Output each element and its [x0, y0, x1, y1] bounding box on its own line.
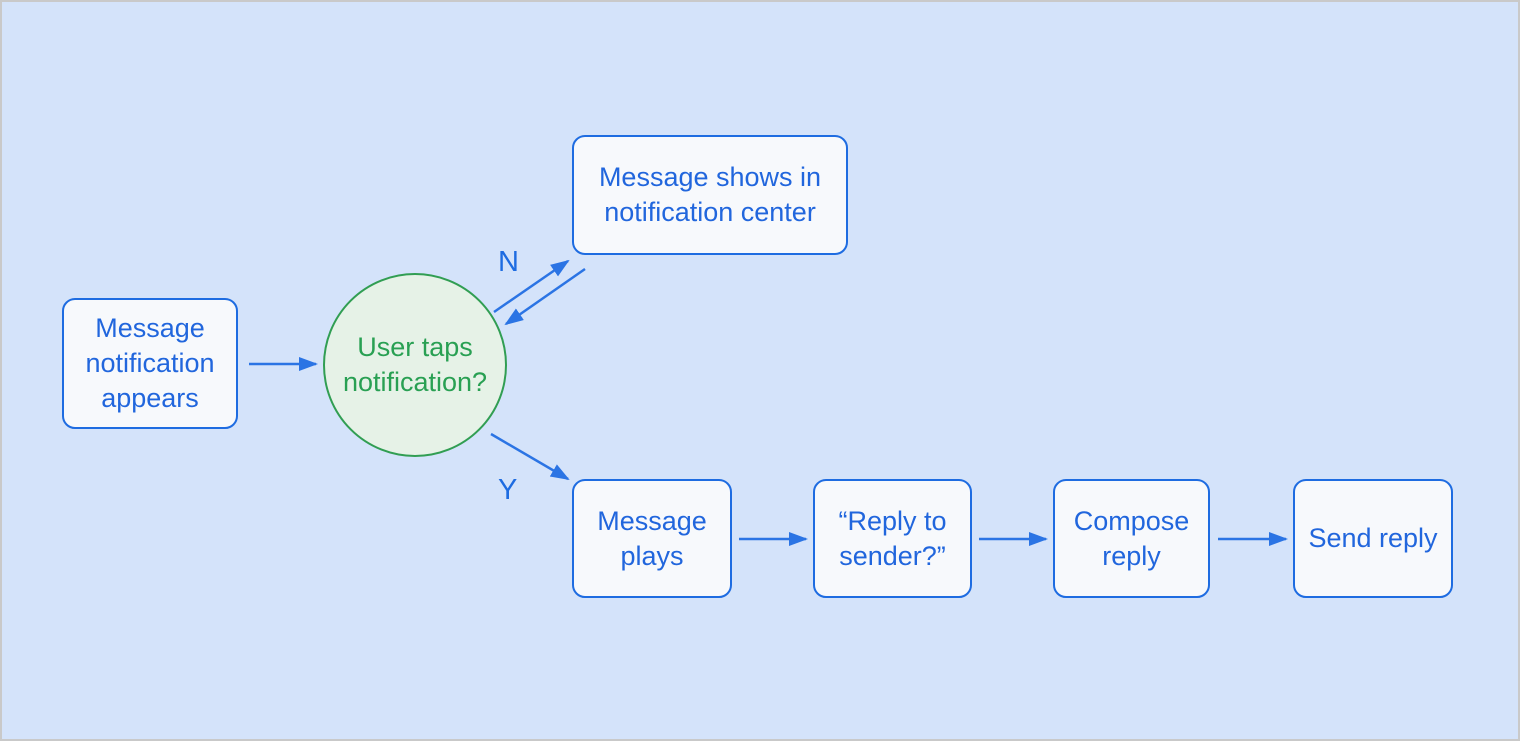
node-label: User taps notification?	[342, 332, 488, 397]
node-label: Message shows in notification center	[598, 162, 822, 227]
node-reply-to-sender: “Reply to sender?”	[813, 479, 972, 598]
node-label: Send reply	[1308, 523, 1438, 553]
node-label: Message notification appears	[85, 313, 215, 413]
node-message-plays: Message plays	[572, 479, 732, 598]
node-message-shows-in-notification-center: Message shows in notification center	[572, 135, 848, 255]
edge-label-no: N	[498, 246, 519, 278]
node-label: Message plays	[597, 505, 707, 571]
node-label: “Reply to sender?”	[838, 505, 947, 571]
node-send-reply: Send reply	[1293, 479, 1453, 598]
edge-decision-to-message-plays	[490, 432, 570, 481]
node-decision-user-taps-notification: User taps notification?	[323, 273, 507, 457]
node-label: Compose reply	[1073, 505, 1190, 571]
node-message-notification-appears: Message notification appears	[62, 298, 238, 429]
edge-label-yes: Y	[498, 474, 518, 506]
node-compose-reply: Compose reply	[1053, 479, 1210, 598]
